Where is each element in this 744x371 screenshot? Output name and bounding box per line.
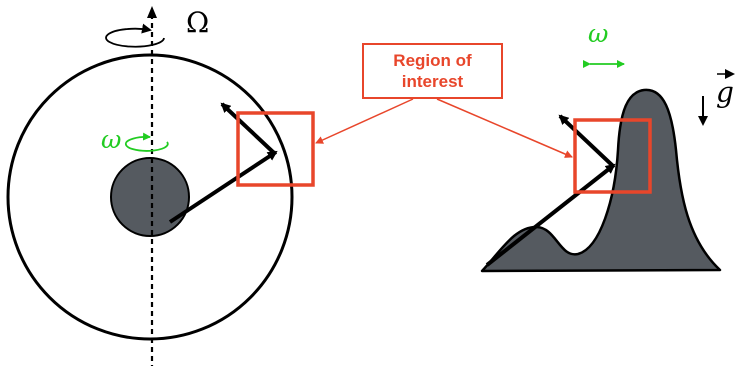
omega-rotation-loop-icon bbox=[105, 23, 165, 48]
rotating-disk-figure bbox=[6, 6, 315, 366]
omega-small-left-label: ω bbox=[101, 125, 121, 154]
callout-connector-left bbox=[315, 98, 414, 144]
position-vector-arrow-right bbox=[485, 163, 616, 267]
omega-big-label: Ω bbox=[186, 6, 209, 39]
axis-arrowhead-icon bbox=[147, 6, 157, 18]
position-vector-arrow bbox=[168, 150, 278, 224]
region-of-interest-callout: Region of interest bbox=[362, 43, 503, 99]
local-vector-arrow-right bbox=[558, 114, 615, 168]
callout-connector-right bbox=[436, 98, 573, 158]
region-of-interest-box-right bbox=[573, 118, 652, 194]
omega-small-right-label: ω bbox=[588, 19, 608, 48]
omega-small-rotation-loop-icon bbox=[124, 132, 169, 152]
callout-line-2: interest bbox=[401, 72, 464, 91]
outer-disk bbox=[6, 53, 294, 341]
gravity-label: g bbox=[716, 76, 734, 109]
local-vector-arrow bbox=[220, 102, 275, 154]
region-of-interest-box-left bbox=[236, 111, 315, 187]
inner-core bbox=[110, 157, 190, 237]
terrain-profile-figure bbox=[480, 60, 735, 273]
terrain-shape bbox=[480, 88, 722, 273]
callout-line-1: Region of bbox=[393, 51, 472, 70]
